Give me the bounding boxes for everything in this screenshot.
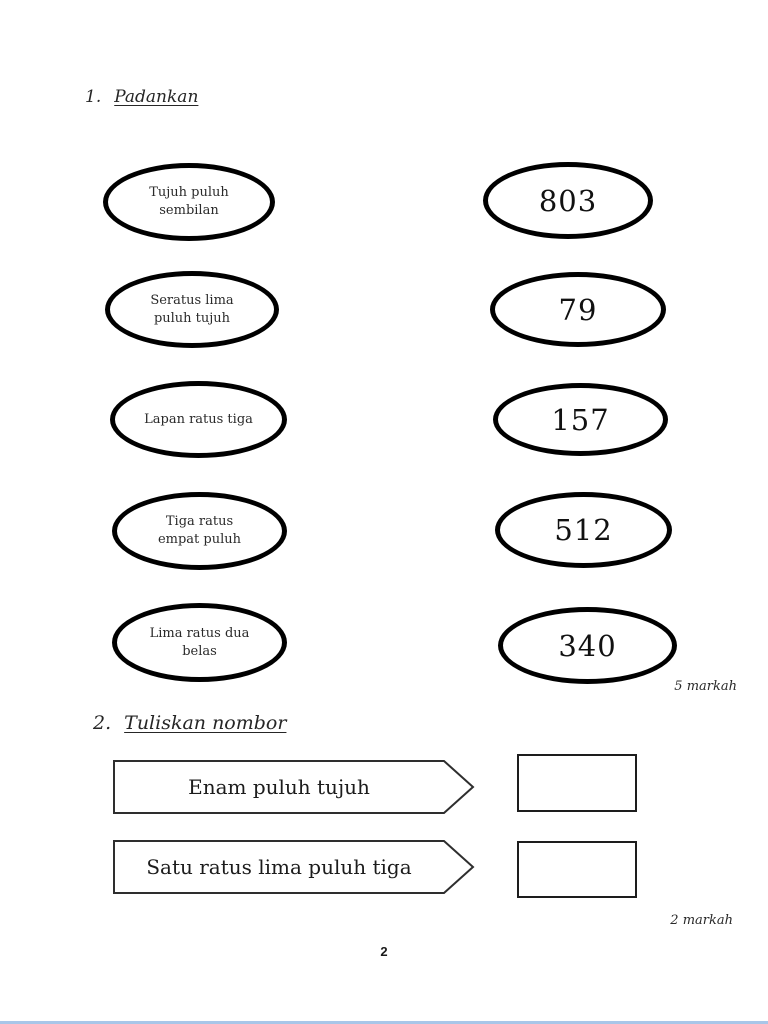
number-oval-1-label: 803 (538, 183, 598, 218)
number-oval-5-label: 340 (558, 628, 617, 663)
number-oval-3: 157 (493, 383, 668, 456)
section2-marks: 2 markah (670, 913, 733, 928)
section1-marks: 5 markah (674, 679, 737, 694)
number-oval-2-label: 79 (558, 292, 598, 327)
word-oval-2: Seratus lima puluh tujuh (105, 271, 279, 348)
word-oval-4: Tiga ratus empat puluh (112, 492, 287, 570)
prompt-arrow-1: Enam puluh tujuh (113, 760, 475, 814)
section1-title: Padankan (114, 87, 199, 107)
number-oval-1: 803 (483, 162, 653, 239)
bottom-accent-line (0, 1021, 768, 1024)
right-arrow-shape-icon (113, 760, 475, 814)
word-oval-1: Tujuh puluh sembilan (103, 163, 275, 241)
word-oval-5-label: Lima ratus dua belas (149, 625, 250, 659)
section1-heading: 1. Padankan (85, 87, 198, 107)
prompt-arrow-2: Satu ratus lima puluh tiga (113, 840, 475, 894)
right-arrow-shape-icon (113, 840, 475, 894)
word-oval-4-label: Tiga ratus empat puluh (157, 514, 242, 547)
page-number: 2 (380, 944, 388, 959)
number-oval-5: 340 (498, 607, 677, 684)
word-oval-3-label: Lapan ratus tiga (144, 411, 253, 427)
number-oval-4-label: 512 (554, 513, 613, 547)
section2-title: Tuliskan nombor (124, 712, 287, 734)
number-oval-2: 79 (490, 272, 666, 347)
prompt-arrow-2-label: Satu ratus lima puluh tiga (146, 855, 412, 879)
word-oval-5: Lima ratus dua belas (112, 603, 287, 682)
number-oval-4: 512 (495, 492, 672, 568)
word-oval-1-label: Tujuh puluh sembilan (149, 185, 229, 218)
answer-box-1 (517, 754, 637, 812)
word-oval-3: Lapan ratus tiga (110, 381, 287, 458)
prompt-arrow-1-label: Enam puluh tujuh (188, 775, 370, 799)
word-oval-2-label: Seratus lima puluh tujuh (150, 292, 234, 326)
section2-heading: 2. Tuliskan nombor (93, 712, 286, 734)
section2-number: 2. (93, 712, 112, 734)
number-oval-3-label: 157 (551, 402, 610, 437)
section1-number: 1. (85, 87, 102, 107)
answer-box-2 (517, 841, 637, 898)
